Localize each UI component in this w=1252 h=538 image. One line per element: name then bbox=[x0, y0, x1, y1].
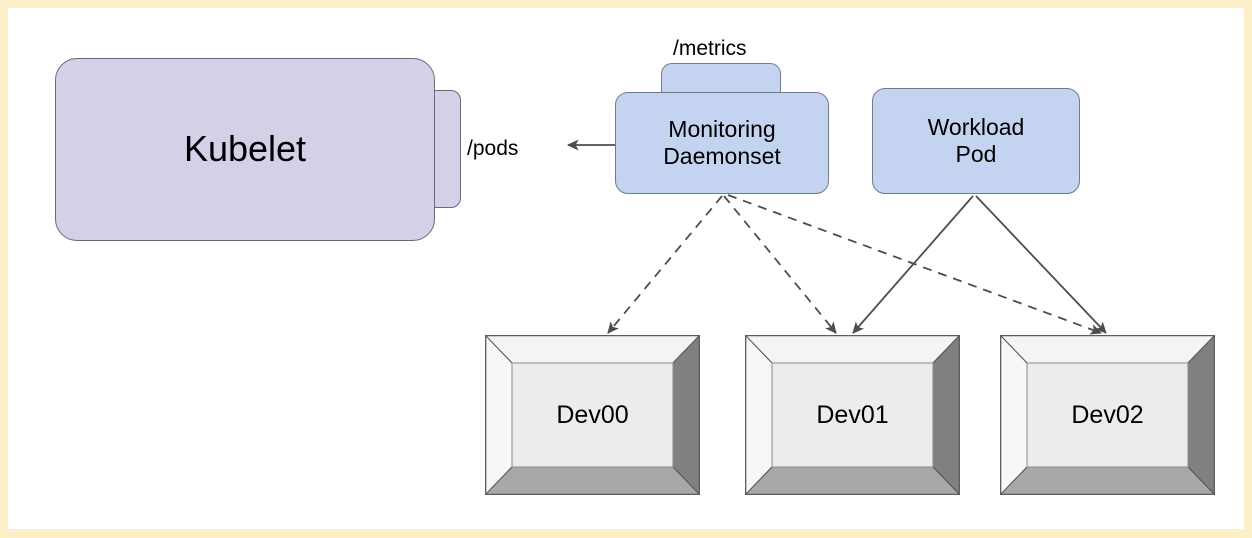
workload-pod-label: Workload Pod bbox=[928, 114, 1025, 168]
edge-monitoring-to-dev00 bbox=[607, 195, 723, 334]
diagram-surface: Kubelet Monitoring Daemonset Workload Po… bbox=[8, 8, 1244, 529]
monitoring-daemonset-label-line2: Daemonset bbox=[663, 143, 781, 169]
workload-pod-label-line2: Pod bbox=[955, 141, 997, 167]
device-label-dev01: Dev01 bbox=[816, 400, 889, 429]
node-kubelet[interactable]: Kubelet bbox=[55, 58, 435, 241]
device-label-dev02: Dev02 bbox=[1071, 400, 1144, 429]
node-device-dev00[interactable]: Dev00 bbox=[485, 335, 700, 495]
edge-workload-to-dev02 bbox=[975, 195, 1107, 334]
monitoring-daemonset-label-line1: Monitoring bbox=[668, 115, 776, 142]
edge-workload-to-dev01 bbox=[852, 195, 974, 334]
edge-monitoring-to-dev02 bbox=[727, 194, 1102, 335]
node-device-dev02[interactable]: Dev02 bbox=[1000, 335, 1215, 495]
edge-label-metrics: /metrics bbox=[673, 37, 747, 60]
edge-label-pods: /pods bbox=[467, 137, 519, 160]
device-bezel-icon bbox=[485, 335, 700, 495]
node-monitoring-daemonset[interactable]: Monitoring Daemonset bbox=[615, 92, 829, 194]
device-label-dev00: Dev00 bbox=[556, 400, 629, 429]
workload-pod-label-line1: Workload bbox=[927, 113, 1025, 140]
edge-monitoring-to-dev01 bbox=[723, 195, 837, 334]
node-workload-pod[interactable]: Workload Pod bbox=[872, 88, 1080, 194]
monitoring-daemonset-label: Monitoring Daemonset bbox=[663, 116, 781, 170]
device-bezel-icon bbox=[1000, 335, 1215, 495]
node-device-dev01[interactable]: Dev01 bbox=[745, 335, 960, 495]
kubelet-label: Kubelet bbox=[183, 128, 307, 170]
device-bezel-icon bbox=[745, 335, 960, 495]
